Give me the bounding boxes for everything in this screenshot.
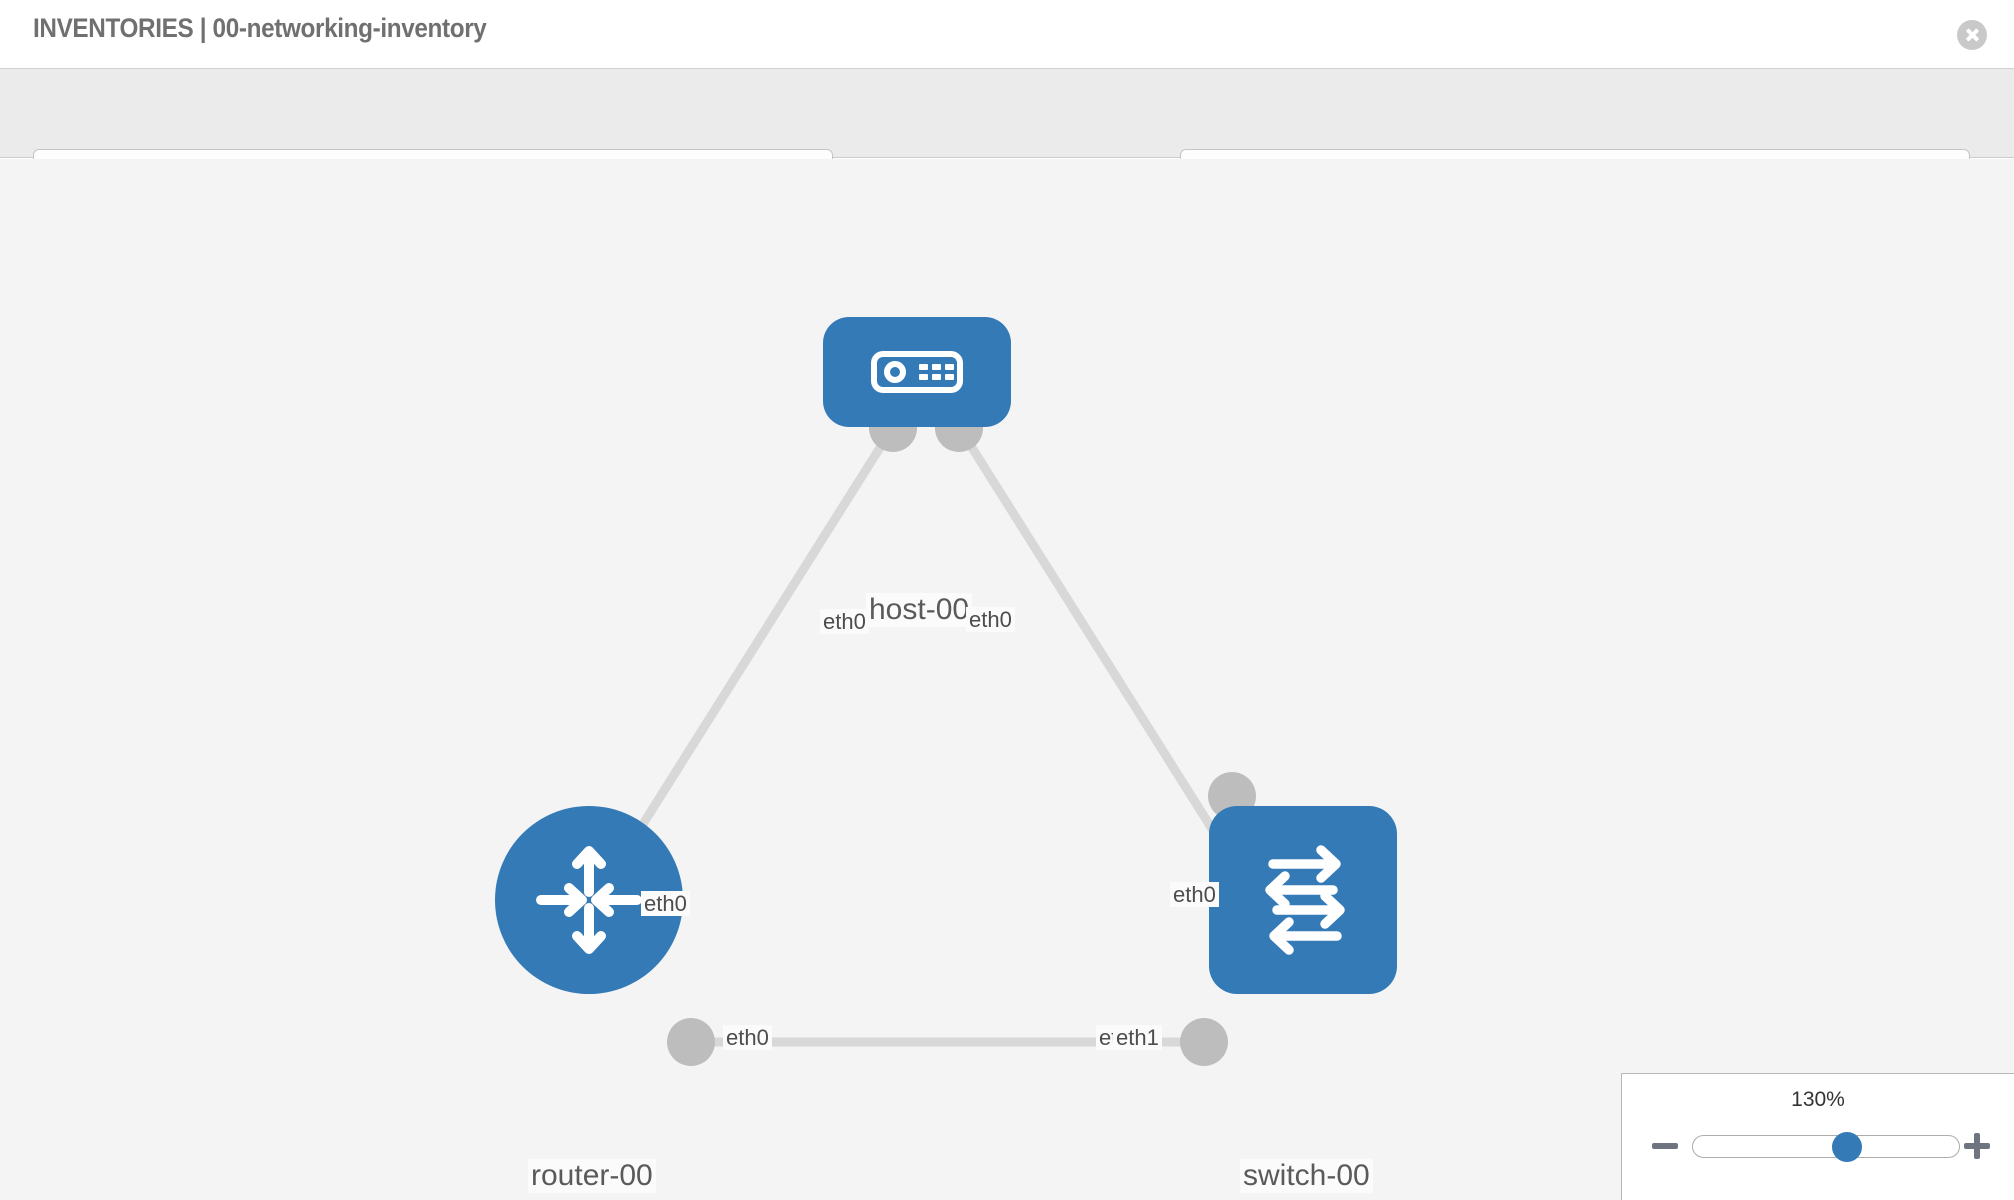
title-bar: INVENTORIES | 00-networking-inventory	[0, 0, 2014, 68]
node-label-switch-00: switch-00	[1240, 1159, 1373, 1193]
iface-label-host-right: eth0	[966, 607, 1015, 633]
endpoint-switch-left[interactable]	[1180, 1018, 1228, 1066]
router-arrows-icon	[536, 846, 642, 954]
minus-icon[interactable]	[1648, 1129, 1682, 1163]
close-icon[interactable]	[1957, 20, 1987, 50]
zoom-slider-row	[1622, 1129, 2014, 1169]
zoom-control-panel: 130%	[1621, 1073, 2014, 1200]
iface-label-host-left: eth0	[820, 609, 869, 635]
link-host-switch	[954, 422, 1236, 864]
topology-canvas[interactable]: host-00 router-00 switch-00 eth0 eth0 et…	[0, 159, 2014, 1200]
node-switch-00[interactable]	[1209, 806, 1397, 994]
toolbar: ACTIONS SEARCH	[0, 68, 2014, 203]
endpoint-router-right[interactable]	[667, 1018, 715, 1066]
topology-links	[616, 422, 1236, 1047]
server-icon	[871, 351, 963, 393]
zoom-percent-label: 130%	[1791, 1088, 1845, 1111]
iface-label-router-right: eth0	[723, 1025, 772, 1051]
zoom-slider-thumb[interactable]	[1832, 1131, 1863, 1162]
plus-icon[interactable]	[1960, 1129, 1994, 1163]
page-title: INVENTORIES | 00-networking-inventory	[33, 13, 487, 43]
iface-label-switch-uplink: eth0	[1170, 882, 1219, 908]
switch-arrows-icon	[1265, 845, 1345, 955]
node-label-router-00: router-00	[528, 1159, 656, 1193]
zoom-slider[interactable]	[1692, 1131, 1960, 1162]
node-label-host-00: host-00	[866, 593, 973, 627]
node-host-00[interactable]	[823, 317, 1011, 427]
iface-label-router-uplink: eth0	[641, 891, 690, 917]
iface-label-switch-left-eth1: eth1	[1113, 1025, 1162, 1051]
link-host-router	[616, 422, 898, 864]
